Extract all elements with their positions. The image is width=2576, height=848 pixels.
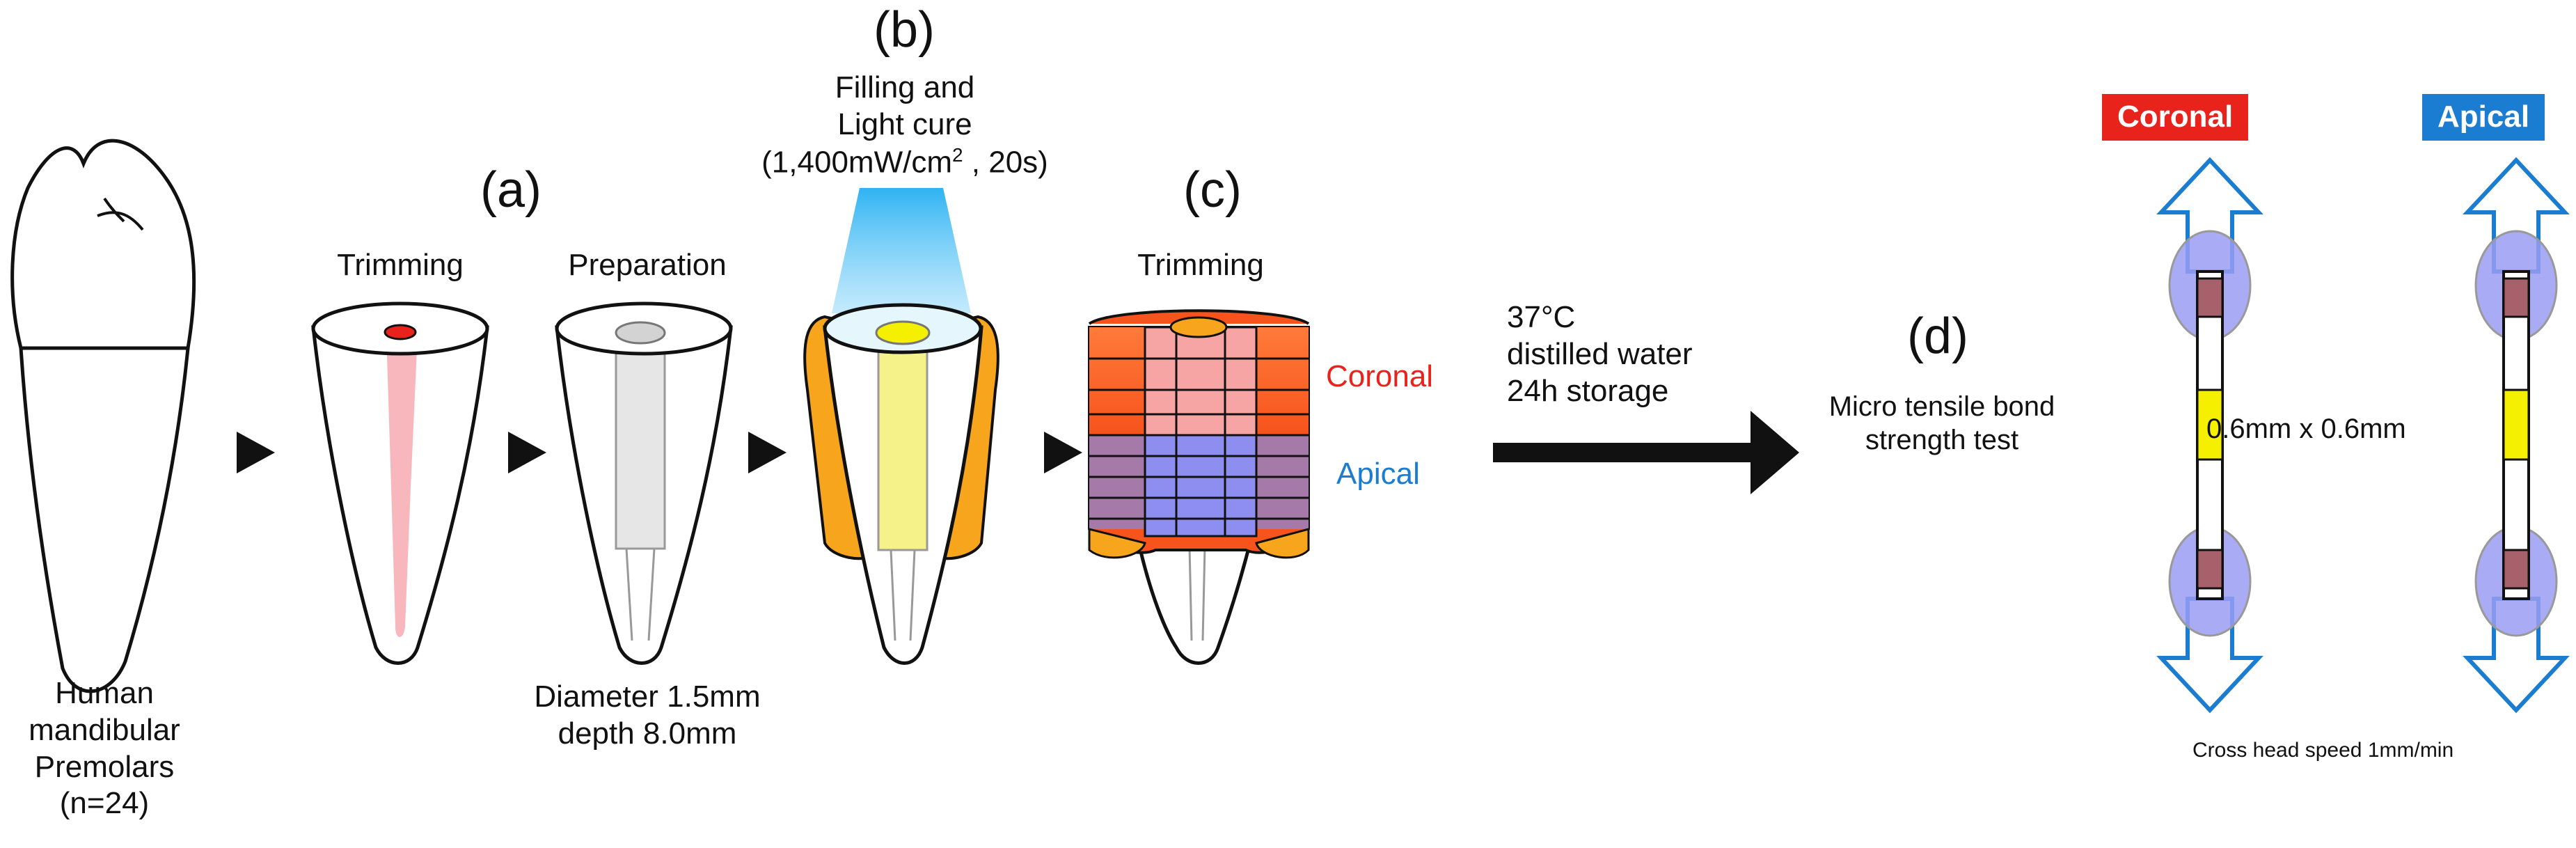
- prepared-root-illustration: [555, 301, 733, 665]
- yellow-post: [877, 333, 929, 551]
- dentin-bottom: [2502, 549, 2530, 590]
- filling-line3-post: , 20s): [963, 145, 1048, 180]
- flow-arrow-1: [237, 432, 275, 473]
- flow-arrow-4: [1044, 432, 1082, 473]
- preparation-label: Preparation: [568, 248, 727, 282]
- preparation-note-line1: Diameter 1.5mm: [534, 680, 761, 714]
- trimming-label-1: Trimming: [337, 248, 464, 282]
- step-label-b: (b): [874, 2, 935, 58]
- apical-region-label: Apical: [1336, 457, 1420, 491]
- root-canal-opening: [384, 324, 417, 340]
- coronal-center: [1144, 326, 1258, 437]
- tooth-root: [19, 347, 190, 693]
- sliced-specimen-illustration: [1088, 309, 1310, 665]
- post-segment: [2502, 388, 2530, 461]
- preparation-note-line2: depth 8.0mm: [558, 716, 737, 751]
- storage-line1: 37°C: [1507, 300, 1576, 334]
- root-canal-pink: [386, 334, 418, 637]
- tooth-caption: Human mandibular Premolars (n=24): [21, 675, 188, 822]
- storage-condition: 37°C distilled water 24h storage: [1507, 299, 1693, 409]
- test-label: Micro tensile bond strength test: [1796, 390, 2088, 457]
- curing-light-beam: [832, 188, 971, 313]
- tooth-crown-groove: [97, 197, 144, 231]
- flow-arrow-2: [508, 432, 546, 473]
- test-line1: Micro tensile bond: [1828, 391, 2055, 422]
- apical-badge: Apical: [2422, 94, 2545, 141]
- apical-specimen: [2463, 157, 2570, 714]
- filling-line3-sup: 2: [951, 143, 963, 166]
- tooth-crown: [10, 139, 196, 350]
- filling-label: Filling and Light cure (1,400mW/cm2 , 20…: [738, 70, 1072, 181]
- filling-line3-pre: (1,400mW/cm: [761, 145, 952, 180]
- tooth-caption-line1: Human: [55, 676, 154, 710]
- trimmed-root-illustration: [311, 301, 489, 665]
- dentin-top: [2502, 277, 2530, 318]
- step-label-a: (a): [480, 162, 542, 218]
- apical-center: [1144, 434, 1258, 537]
- dentin-top: [2196, 277, 2224, 318]
- storage-arrow: [1493, 411, 1799, 494]
- post-segment: [2196, 388, 2224, 461]
- preparation-note: Diameter 1.5mm depth 8.0mm: [508, 679, 787, 753]
- test-line2: strength test: [1865, 425, 2019, 455]
- filling-line1: Filling and: [835, 70, 975, 104]
- crosshead-speed-label: Cross head speed 1mm/min: [2192, 739, 2454, 762]
- specimen-size-label: 0.6mm x 0.6mm: [2206, 414, 2406, 444]
- filling-light-cure-illustration: [803, 188, 999, 665]
- step-label-d: (d): [1907, 308, 1968, 364]
- storage-line3: 24h storage: [1507, 373, 1669, 408]
- coronal-badge: Coronal: [2102, 94, 2249, 141]
- coronal-region-label: Coronal: [1326, 359, 1434, 393]
- trimming-label-2: Trimming: [1137, 248, 1264, 282]
- post-space: [615, 331, 666, 550]
- tooth-caption-line4: (n=24): [59, 786, 150, 821]
- tooth-caption-line2: mandibular: [29, 712, 180, 747]
- flow-arrow-3: [748, 432, 787, 473]
- coronal-specimen: [2156, 157, 2263, 714]
- filling-line2: Light cure: [837, 107, 972, 141]
- storage-line2: distilled water: [1507, 336, 1693, 371]
- step-label-c: (c): [1183, 162, 1242, 218]
- tooth-caption-line3: Premolars: [34, 749, 175, 784]
- filling-line3: (1,400mW/cm2 , 20s): [738, 143, 1072, 181]
- premolar-tooth-illustration: [10, 139, 196, 693]
- dentin-bottom: [2196, 549, 2224, 590]
